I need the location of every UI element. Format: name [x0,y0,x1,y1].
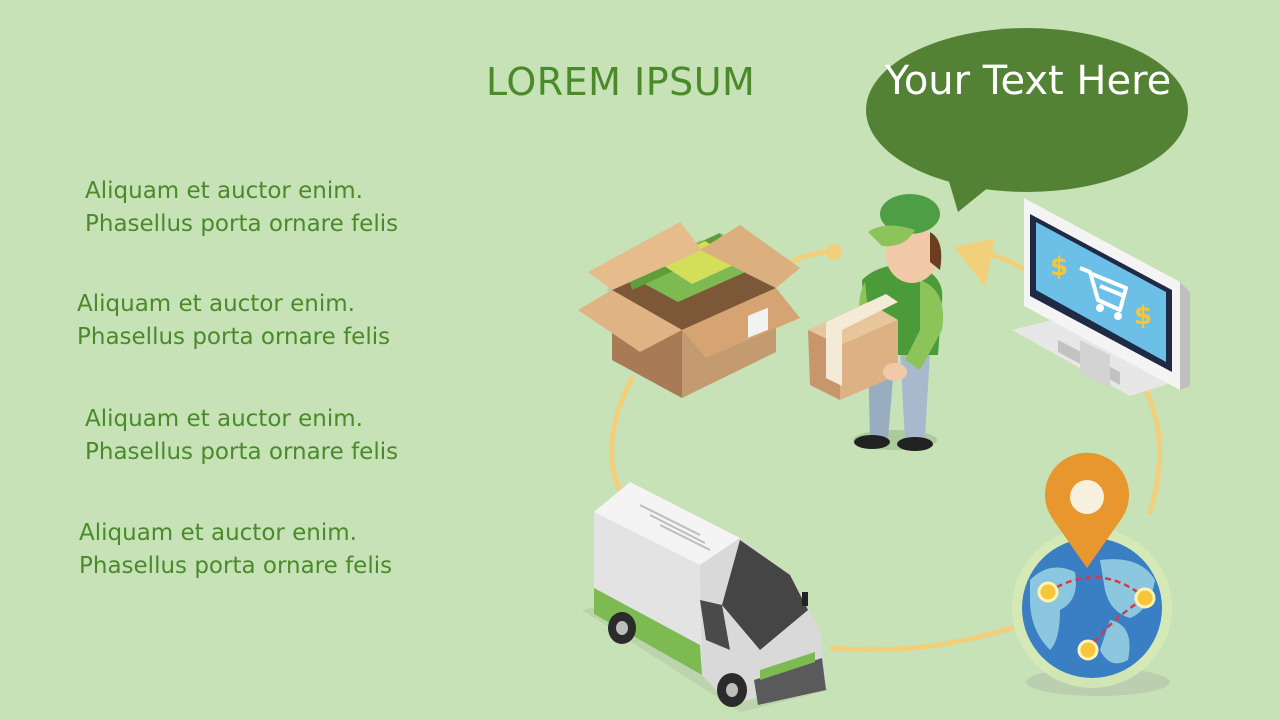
location-pin-icon [1045,452,1129,568]
shopping-cart-icon [1079,266,1128,312]
open-box-icon [578,222,800,398]
delivery-van-icon [582,482,830,712]
van-roof-line [649,514,706,544]
bullet-item: Aliquam et auctor enim. Phasellus porta … [85,403,398,469]
bullet-item: Aliquam et auctor enim. Phasellus porta … [79,517,392,583]
globe-icon [1012,528,1172,696]
cart-wheel [1114,312,1122,320]
van-roof-line [659,524,711,551]
speech-bubble [866,28,1188,212]
bullet-item: Aliquam et auctor enim. Phasellus porta … [85,175,398,241]
bullet-line-1: Aliquam et auctor enim. [85,178,363,204]
bullet-line-1: Aliquam et auctor enim. [77,291,355,317]
bullet-line-2: Phasellus porta ornare felis [77,324,391,350]
bullet-item: Aliquam et auctor enim. Phasellus porta … [77,288,390,354]
van-mirror [802,592,808,606]
bullet-line-1: Aliquam et auctor enim. [85,406,363,432]
dollar-symbol: $ [1050,252,1068,282]
slide-title: LOREM IPSUM [486,60,756,104]
arrow-head-icon [954,238,995,287]
delivery-person-icon [808,194,944,451]
bullet-line-2: Phasellus porta ornare felis [85,439,399,465]
van-roof-line [639,504,701,536]
arrow-tail-dot [826,244,842,260]
dollar-symbol: $ [1134,301,1152,331]
bullet-line-2: Phasellus porta ornare felis [85,211,399,237]
cart-wheel [1096,304,1104,312]
bubble-text: Your Text Here [884,58,1172,104]
bullet-line-1: Aliquam et auctor enim. [79,520,357,546]
bullet-line-2: Phasellus porta ornare felis [79,553,393,579]
monitor-icon: $ $ [1012,198,1190,396]
